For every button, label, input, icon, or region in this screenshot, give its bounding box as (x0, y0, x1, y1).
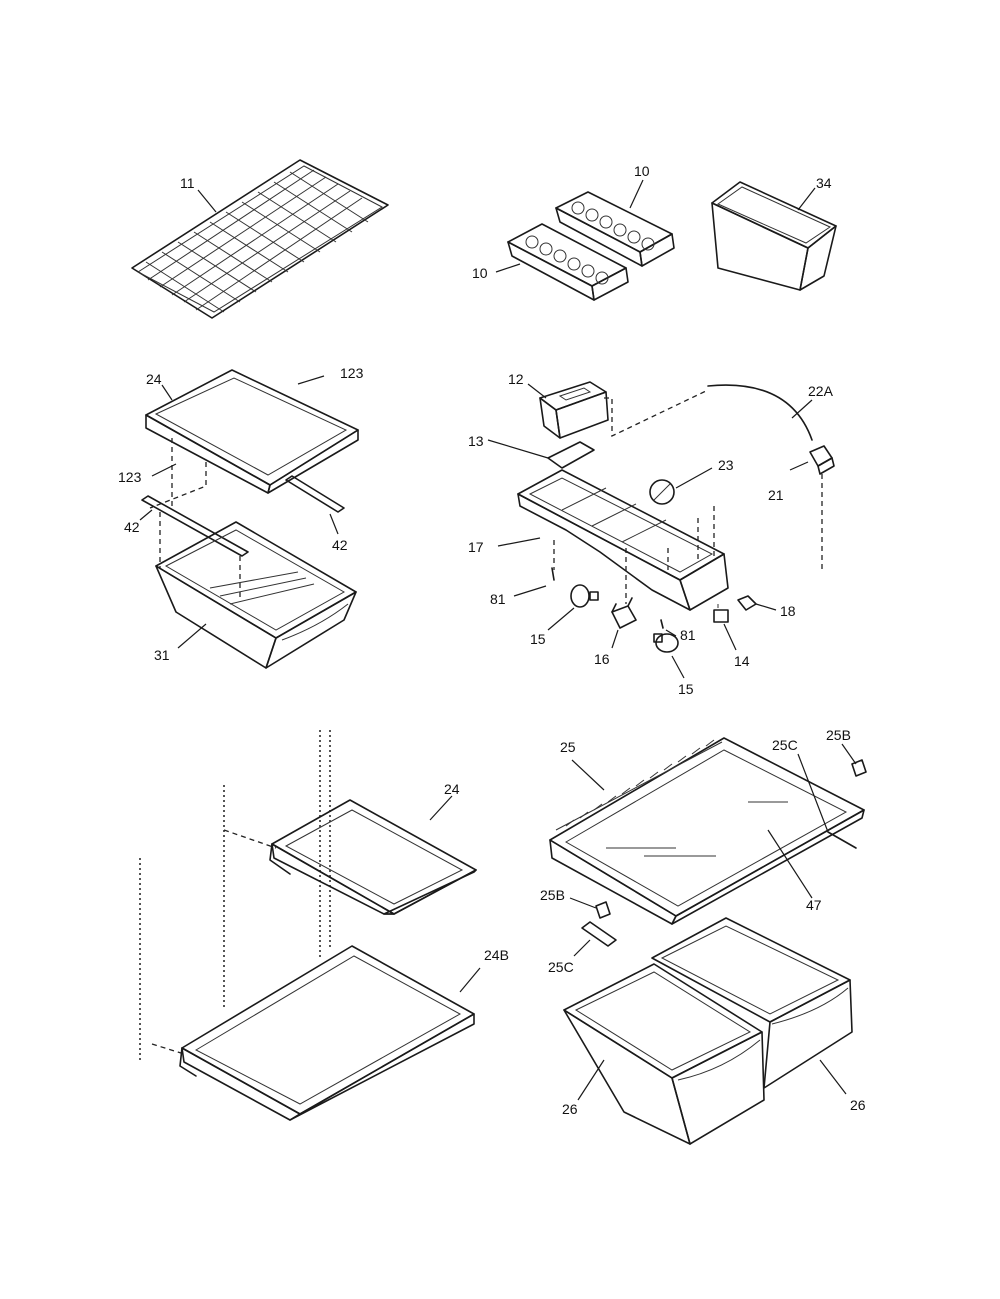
label-14: 14 (734, 653, 750, 669)
crisper-pan-right (651, 917, 853, 1089)
ice-tray-lower (507, 223, 629, 301)
label-26a: 26 (562, 1101, 578, 1117)
glass-shelf-large (179, 945, 475, 1121)
crisper-pan-cover (549, 737, 865, 925)
label-25C-a: 25C (772, 737, 798, 753)
storage-bin (711, 181, 837, 291)
glass-shelf-small (269, 799, 477, 915)
support-25C-bottom (581, 921, 617, 947)
label-24B: 24B (484, 947, 509, 963)
label-34: 34 (816, 175, 832, 191)
bulb-15a (570, 584, 599, 608)
bulb-15b (653, 633, 679, 653)
label-25C-b: 25C (548, 959, 574, 975)
screw-81b (660, 619, 664, 629)
label-25B-b: 25B (540, 887, 565, 903)
crisper-pan-left (563, 963, 765, 1145)
label-21: 21 (768, 487, 784, 503)
label-15a: 15 (530, 631, 546, 647)
label-25B-a: 25B (826, 727, 851, 743)
wire-shelf (131, 159, 389, 319)
crisper-rail-right (285, 475, 345, 513)
label-31: 31 (154, 647, 170, 663)
label-25: 25 (560, 739, 576, 755)
callout-labels: 11 10 10 34 24 123 123 42 42 31 12 22A 1… (118, 163, 866, 1117)
label-26b: 26 (850, 1097, 866, 1113)
label-123a: 123 (340, 365, 364, 381)
thermostat (649, 479, 675, 505)
label-16: 16 (594, 651, 610, 667)
label-123b: 123 (118, 469, 142, 485)
switch-14 (713, 604, 729, 623)
crisper-drawer (155, 521, 357, 669)
clip-25B-top (851, 759, 867, 777)
crisper-cover-shelf (145, 369, 359, 494)
label-24b: 24 (444, 781, 460, 797)
label-18: 18 (780, 603, 796, 619)
label-42b: 42 (124, 519, 140, 535)
label-47: 47 (806, 897, 822, 913)
socket-16 (611, 597, 637, 629)
cabinet-rails (139, 730, 331, 1060)
label-12: 12 (508, 371, 524, 387)
screw-81a (551, 567, 555, 581)
label-22A: 22A (808, 383, 834, 399)
mold-shield (547, 441, 595, 469)
label-15b: 15 (678, 681, 694, 697)
connector-18 (737, 595, 757, 611)
ice-tray-upper (555, 191, 675, 267)
label-81a: 81 (490, 591, 506, 607)
clip-25B-bottom (595, 901, 611, 919)
label-81b: 81 (680, 627, 696, 643)
label-24a: 24 (146, 371, 162, 387)
ice-bucket-holder (539, 381, 609, 439)
ice-maker-housing (517, 469, 729, 611)
label-10b: 10 (472, 265, 488, 281)
label-11: 11 (180, 175, 195, 191)
heater-clip (809, 445, 835, 475)
label-10a: 10 (634, 163, 650, 179)
support-25C-top (827, 831, 857, 849)
label-42a: 42 (332, 537, 348, 553)
label-23: 23 (718, 457, 734, 473)
label-17: 17 (468, 539, 484, 555)
label-13: 13 (468, 433, 484, 449)
